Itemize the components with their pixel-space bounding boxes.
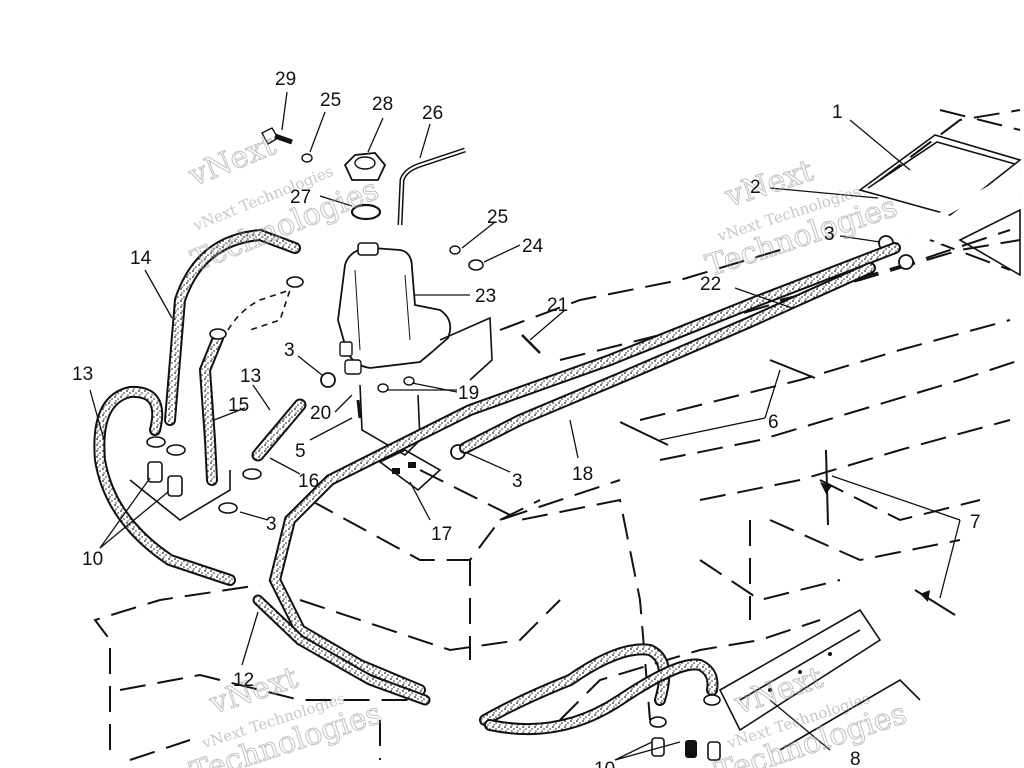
callout-13: 13 <box>240 366 261 387</box>
callout-17: 17 <box>431 524 452 545</box>
rear-heat-exchanger <box>718 608 921 751</box>
callout-25: 25 <box>487 207 508 228</box>
callout-10: 10 <box>594 759 615 768</box>
callout-29: 29 <box>275 69 296 90</box>
callout-28: 28 <box>372 94 393 115</box>
callout-8: 8 <box>850 749 861 768</box>
callout-19: 19 <box>458 383 479 404</box>
callout-24: 24 <box>522 236 544 257</box>
fasteners <box>619 359 956 616</box>
callout-12: 12 <box>233 670 254 691</box>
callout-2: 2 <box>750 177 761 198</box>
callout-22: 22 <box>700 274 721 295</box>
callout-5: 5 <box>295 441 306 462</box>
watermarks: vNext vNext Technologies Technologies vN… <box>183 127 912 768</box>
callout-3: 3 <box>266 514 277 535</box>
callout-20: 20 <box>310 403 331 424</box>
callout-15: 15 <box>228 395 249 416</box>
callout-16: 16 <box>298 471 319 492</box>
callout-14: 14 <box>130 248 152 269</box>
callout-10: 10 <box>82 549 103 570</box>
callout-7: 7 <box>970 512 981 533</box>
callout-27: 27 <box>290 187 311 208</box>
hose-clamps <box>129 276 721 761</box>
callout-3: 3 <box>824 224 835 245</box>
callout-23: 23 <box>475 286 496 307</box>
coolant-tank <box>337 242 493 492</box>
tank-cap-assembly <box>261 127 914 460</box>
callout-13: 13 <box>72 364 93 385</box>
callout-6: 6 <box>768 412 779 433</box>
coolant-hoses <box>93 228 901 736</box>
callout-labels: 1 2 3 29 25 28 26 27 25 24 21 23 22 3 20… <box>72 69 981 768</box>
heat-exchanger-plate <box>858 134 1022 277</box>
leader-lines <box>89 91 961 761</box>
callout-21: 21 <box>547 295 568 316</box>
callout-18: 18 <box>572 464 593 485</box>
callout-3: 3 <box>512 471 523 492</box>
callout-26: 26 <box>422 103 443 124</box>
callout-25: 25 <box>320 90 341 111</box>
callout-1: 1 <box>832 102 843 123</box>
callout-3: 3 <box>284 340 295 361</box>
watermark-brand: vNext <box>183 128 280 195</box>
